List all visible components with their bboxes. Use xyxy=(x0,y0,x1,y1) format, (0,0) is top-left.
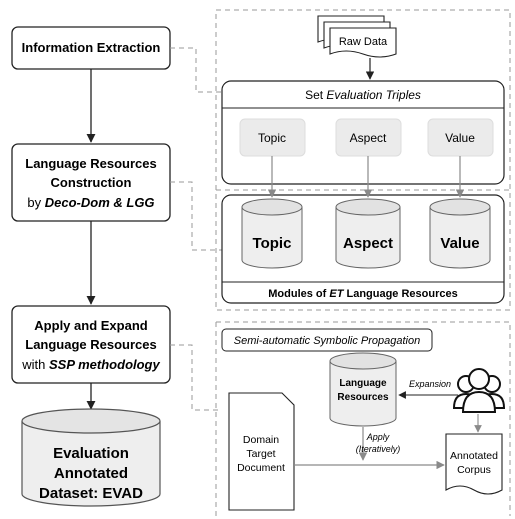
module-topic-cylinder: Topic xyxy=(241,198,303,269)
doc-line2: Target xyxy=(246,448,275,460)
output-line3: Dataset: EVAD xyxy=(39,485,143,502)
step3-line2: Language Resources xyxy=(25,337,157,352)
lr-line2: Resources xyxy=(337,392,389,403)
output-line2: Annotated xyxy=(54,465,128,482)
triple-aspect-label: Aspect xyxy=(350,131,387,145)
annotated-corpus-document: Annotated Corpus xyxy=(445,433,503,495)
domain-target-document: Domain Target Document xyxy=(228,392,295,511)
raw-data-label: Raw Data xyxy=(339,36,388,48)
ssp-title-box: Semi-automatic Symbolic Propagation xyxy=(221,328,433,352)
step-language-resources-construction: Language Resources Construction by Deco-… xyxy=(11,143,171,222)
apply-line2: (Iteratively) xyxy=(356,444,401,454)
expansion-label: Expansion xyxy=(409,379,451,389)
connector-step1 xyxy=(170,47,222,93)
step2-line1: Language Resources xyxy=(25,156,157,171)
evaluation-triples-box: Set Evaluation Triples Topic Aspect Valu… xyxy=(221,80,505,185)
apply-line1: Apply xyxy=(366,432,390,442)
step-apply-and-expand: Apply and Expand Language Resources with… xyxy=(11,305,171,384)
step-information-extraction: Information Extraction xyxy=(11,26,171,70)
annotated-line1: Annotated xyxy=(450,450,498,462)
module-value-cylinder: Value xyxy=(429,198,491,269)
step2-line2: Construction xyxy=(51,175,132,190)
step3-line1: Apply and Expand xyxy=(34,318,147,333)
raw-data-document-stack: Raw Data xyxy=(317,15,397,58)
top-panel-border xyxy=(215,9,511,311)
output-dataset-cylinder: Evaluation Annotated Dataset: EVAD xyxy=(21,408,161,507)
triple-value-label: Value xyxy=(445,131,475,145)
doc-line3: Document xyxy=(237,462,285,474)
annotated-line2: Corpus xyxy=(457,464,491,476)
triple-topic-label: Topic xyxy=(258,131,286,145)
output-line1: Evaluation xyxy=(53,445,129,462)
language-resources-cylinder: Language Resources xyxy=(329,352,397,427)
module-value-label: Value xyxy=(440,235,479,252)
lr-line1: Language xyxy=(339,378,387,389)
triples-title: Set Evaluation Triples xyxy=(305,88,421,102)
connector-step2 xyxy=(170,181,222,251)
modules-box: Topic Aspect Value Modules of ET Languag… xyxy=(221,194,505,304)
module-aspect-label: Aspect xyxy=(343,235,393,252)
modules-caption: Modules of ET Language Resources xyxy=(268,288,458,300)
step2-line3: by Deco-Dom & LGG xyxy=(27,195,154,210)
ssp-title: Semi-automatic Symbolic Propagation xyxy=(234,335,420,347)
users-group-icon xyxy=(452,368,506,413)
step1-label: Information Extraction xyxy=(22,40,161,55)
doc-line1: Domain xyxy=(243,434,279,446)
step3-line3: with SSP methodology xyxy=(21,357,160,372)
module-aspect-cylinder: Aspect xyxy=(335,198,401,269)
module-topic-label: Topic xyxy=(253,235,292,252)
connector-step3 xyxy=(170,344,222,411)
bottom-panel-border xyxy=(215,321,511,516)
